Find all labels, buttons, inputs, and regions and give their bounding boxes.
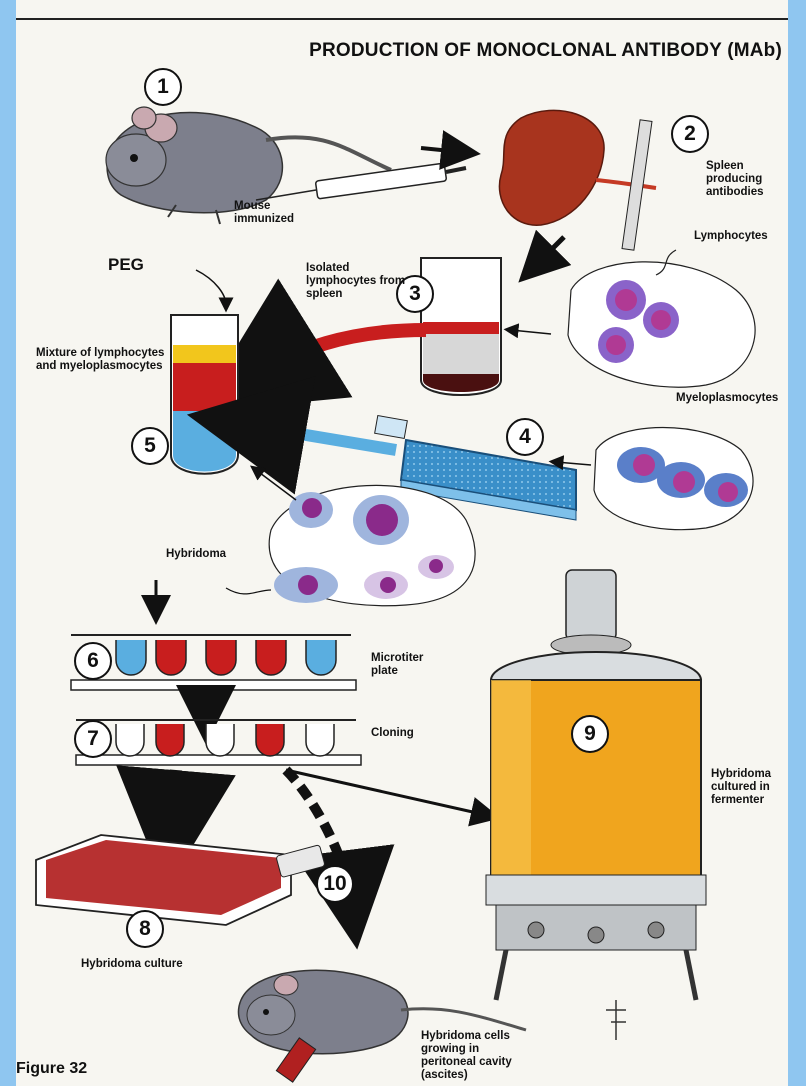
lymphocytes-cluster-illustration [568,250,755,387]
label-mixture: Mixture of lymphocytes and myeloplasmocy… [36,347,166,373]
syringe-illustration [256,163,466,200]
step-5-badge: 5 [131,427,169,465]
cloning-plate-illustration [76,720,361,765]
artist-signature [606,1000,626,1040]
label-lymphocytes: Lymphocytes [694,230,768,243]
step-7-badge: 7 [74,720,112,758]
label-myeloplasmocytes: Myeloplasmocytes [676,392,778,405]
spleen-illustration [499,110,656,250]
centrifuge-tube-illustration [421,258,501,395]
label-spleen: Spleen producing antibodies [706,160,784,199]
step-9-badge: 9 [571,715,609,753]
label-isolated-lymphocytes: Isolated lymphocytes from spleen [306,262,406,301]
step-1-badge: 1 [144,68,182,106]
fermenter-illustration [486,570,706,1000]
step-2-badge: 2 [671,115,709,153]
microtiter-plate-illustration [71,635,356,690]
step-4-badge: 4 [506,418,544,456]
step-8-badge: 8 [126,910,164,948]
label-hybridoma: Hybridoma [166,548,226,561]
fusion-tube-illustration [171,315,238,474]
label-mouse-immunized: Mouse immunized [234,200,324,226]
figure-caption: Figure 32 [16,1062,87,1075]
label-ascites: Hybridoma cells growing in peritoneal ca… [421,1030,516,1082]
label-fermenter: Hybridoma cultured in fermenter [711,768,786,807]
label-cloning: Cloning [371,727,414,740]
diagram-page: PRODUCTION OF MONOCLONAL ANTIBODY (MAb) [16,0,788,1086]
label-hybridoma-culture: Hybridoma culture [81,958,183,971]
myeloplasmocytes-cluster-illustration [594,428,753,530]
label-peg: PEG [108,255,144,274]
hybridoma-cluster-illustration [269,485,475,605]
step-6-badge: 6 [74,642,112,680]
label-microtiter-plate: Microtiter plate [371,652,441,678]
hybridoma-culture-flask-illustration [36,835,325,925]
step-10-badge: 10 [316,865,354,903]
